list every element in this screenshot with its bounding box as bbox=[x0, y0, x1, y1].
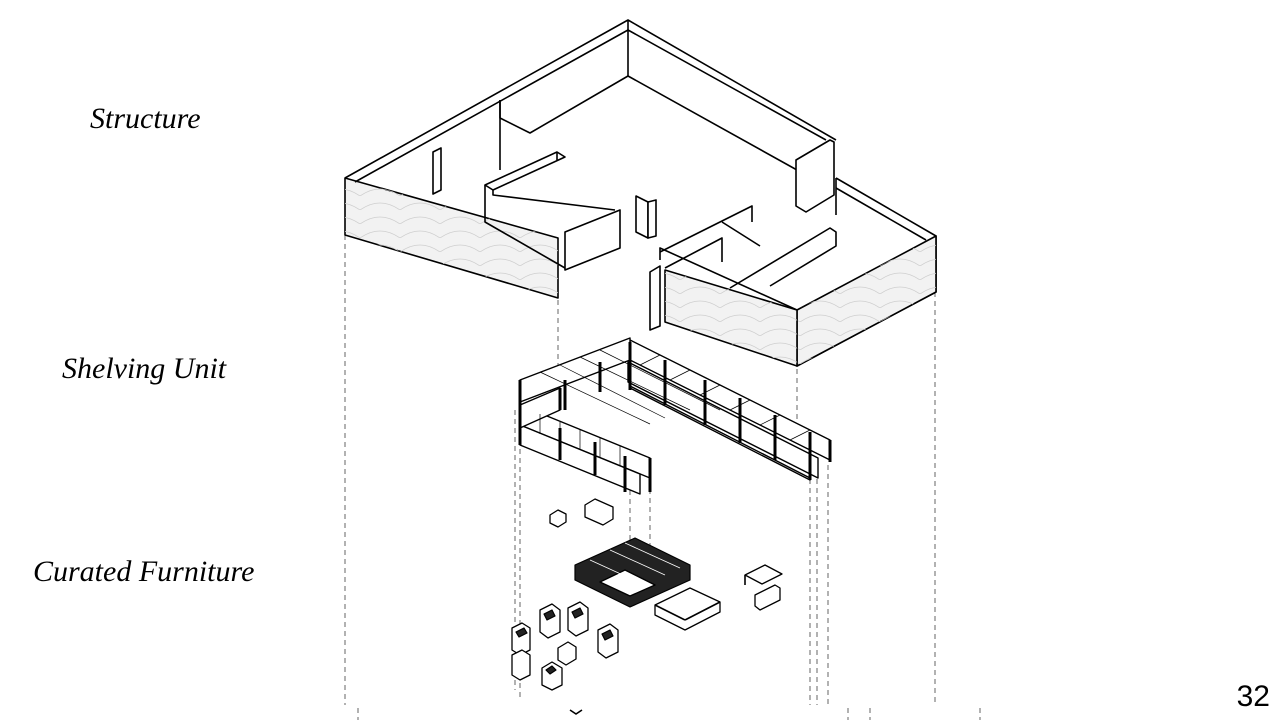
layer-label-shelving-unit: Shelving Unit bbox=[62, 352, 227, 385]
furniture-modular-sofa bbox=[574, 537, 691, 608]
structure-partition bbox=[795, 139, 835, 213]
furniture-lounge-chair bbox=[584, 498, 614, 526]
furniture-modular-seat bbox=[744, 564, 783, 585]
curated-furniture-layer bbox=[511, 498, 783, 715]
furniture-bench bbox=[654, 587, 721, 631]
layer-label-curated-furniture: Curated Furniture bbox=[33, 555, 255, 588]
layer-label-structure: Structure bbox=[90, 102, 201, 135]
structure-partition bbox=[432, 147, 442, 195]
structure-layer bbox=[344, 19, 937, 367]
structure-partition bbox=[484, 151, 566, 191]
shelving-top-shelf bbox=[519, 337, 631, 403]
shelving-unit-layer bbox=[518, 337, 832, 495]
page-number: 32 bbox=[1236, 680, 1270, 713]
furniture-chair-cluster bbox=[511, 601, 619, 691]
projection-lines bbox=[344, 235, 981, 720]
furniture-chair bbox=[549, 509, 567, 528]
